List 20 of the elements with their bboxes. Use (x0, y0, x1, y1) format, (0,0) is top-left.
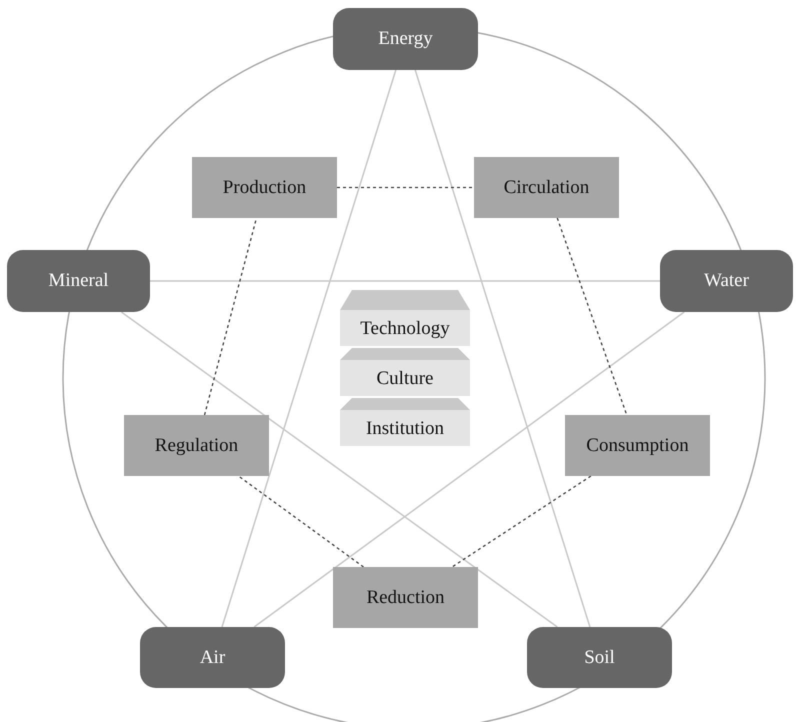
resource-box: Mineral (7, 250, 150, 312)
process-box: Reduction (333, 567, 478, 628)
dashed-line (337, 186, 474, 188)
resource-box: Energy (333, 8, 478, 70)
connector-line (414, 70, 591, 628)
connector-line (150, 280, 660, 282)
dashed-line (204, 218, 258, 416)
dashed-line (556, 218, 628, 416)
resource-box: Air (140, 627, 285, 688)
connector-line (254, 311, 685, 628)
process-box: Production (192, 157, 337, 218)
connector-line (221, 70, 397, 628)
process-box: Circulation (474, 157, 619, 218)
process-box: Regulation (124, 415, 269, 476)
dashed-line (238, 475, 364, 568)
resource-box: Soil (527, 627, 672, 688)
process-box: Consumption (565, 415, 710, 476)
resource-box: Water (660, 250, 793, 312)
dashed-line (452, 475, 592, 568)
connector-line (120, 311, 558, 628)
